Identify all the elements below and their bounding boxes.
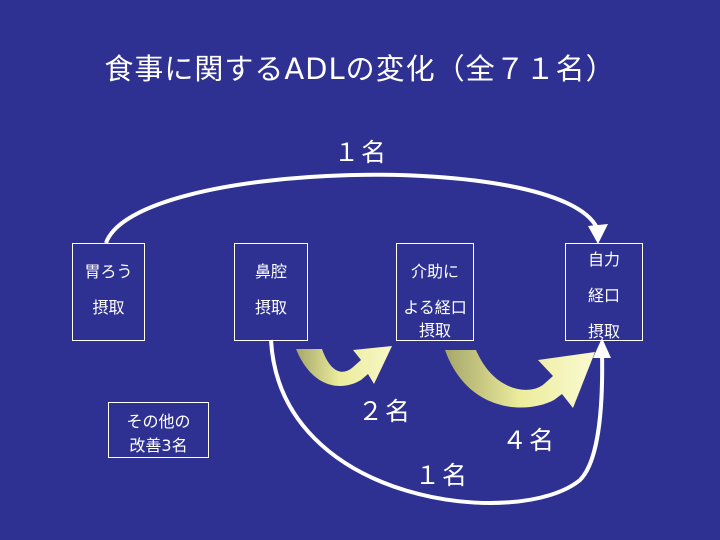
box-self-oral-line1: 自力 — [587, 250, 620, 269]
box-other-line2: 改善3名 — [129, 436, 188, 455]
box-nasal: 鼻腔 摂取 — [234, 243, 308, 341]
box-other-improvement: その他の 改善3名 — [108, 402, 209, 458]
box-assisted-oral-line2: よる経口 — [403, 298, 467, 317]
box-assisted-oral: 介助に よる経口 摂取 — [396, 243, 474, 341]
count-nasal-to-self: １名 — [415, 461, 470, 490]
box-self-oral-line2: 経口 — [587, 286, 620, 305]
count-nasal-to-assisted: ２名 — [358, 397, 413, 426]
box-nasal-line2: 摂取 — [254, 298, 287, 317]
loop-arrowhead-bottom — [593, 338, 611, 358]
curved-arrow-nasal-to-assisted — [296, 346, 392, 386]
box-other-line1: その他の — [126, 412, 191, 431]
box-gastrostomy-line1: 胃ろう — [84, 262, 133, 281]
slide-title: 食事に関するADLの変化（全７１名） — [104, 52, 616, 86]
arc-arrow-gastro-to-self — [104, 172, 599, 244]
curved-arrow-assisted-to-self — [445, 350, 595, 408]
box-assisted-oral-line3: 摂取 — [418, 321, 451, 340]
box-gastrostomy-line2: 摂取 — [92, 298, 125, 317]
arc-arrowhead-top — [588, 224, 608, 244]
count-assisted-to-self: ４名 — [502, 426, 557, 455]
box-gastrostomy: 胃ろう 摂取 — [72, 243, 145, 341]
box-self-oral-line3: 摂取 — [587, 322, 620, 341]
box-assisted-oral-line1: 介助に — [410, 262, 459, 281]
box-self-oral: 自力 経口 摂取 — [565, 243, 643, 341]
box-nasal-line1: 鼻腔 — [254, 262, 287, 281]
count-gastro-to-self: １名 — [334, 138, 389, 167]
loop-arrow-nasal-to-self — [269, 339, 605, 505]
